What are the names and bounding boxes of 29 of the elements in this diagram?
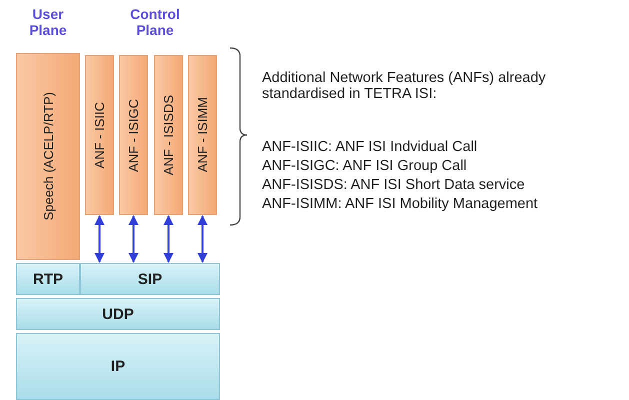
definition-text: ANF-ISIMM: ANF ISI Mobility Management bbox=[262, 196, 539, 212]
double-arrow bbox=[94, 215, 104, 263]
layer-label: IP bbox=[110, 358, 126, 375]
definition-text: ANF-ISIGC: ANF ISI Group Call bbox=[262, 158, 468, 174]
double-arrow bbox=[198, 215, 208, 263]
layer-label: ANF - ISISDS bbox=[161, 94, 176, 176]
protocol-layer-box bbox=[85, 55, 114, 215]
protocol-layer-box bbox=[154, 55, 183, 215]
double-arrow bbox=[164, 215, 174, 263]
layer-label: SIP bbox=[138, 270, 162, 288]
protocol-layer-box bbox=[16, 333, 220, 400]
protocol-layer-box bbox=[16, 263, 80, 295]
layer-label: ANF - ISIGC bbox=[126, 98, 141, 172]
layer-label: ANF - ISIIC bbox=[92, 102, 107, 168]
protocol-layer-box bbox=[16, 53, 80, 260]
definition-text: ANF-ISISDS: ANF ISI Short Data service bbox=[262, 177, 526, 193]
plane-heading: Control Plane bbox=[129, 6, 181, 38]
description-text: Additional Network Features (ANFs) already standardised in TETRA ISI: bbox=[262, 70, 547, 102]
protocol-layer-box bbox=[16, 298, 220, 330]
plane-heading: User Plane bbox=[28, 6, 68, 38]
protocol-layer-box bbox=[188, 55, 217, 215]
layer-label: RTP bbox=[33, 270, 63, 288]
protocol-layer-box bbox=[119, 55, 148, 215]
double-arrow bbox=[128, 215, 138, 263]
protocol-layer-box bbox=[80, 263, 220, 295]
layer-label: ANF - ISIMM bbox=[195, 97, 210, 173]
layer-label: UDP bbox=[102, 306, 134, 322]
definition-text: ANF-ISIIC: ANF ISI Indvidual Call bbox=[262, 139, 478, 155]
layer-label: Speech (ACELP/RTP) bbox=[40, 92, 56, 221]
